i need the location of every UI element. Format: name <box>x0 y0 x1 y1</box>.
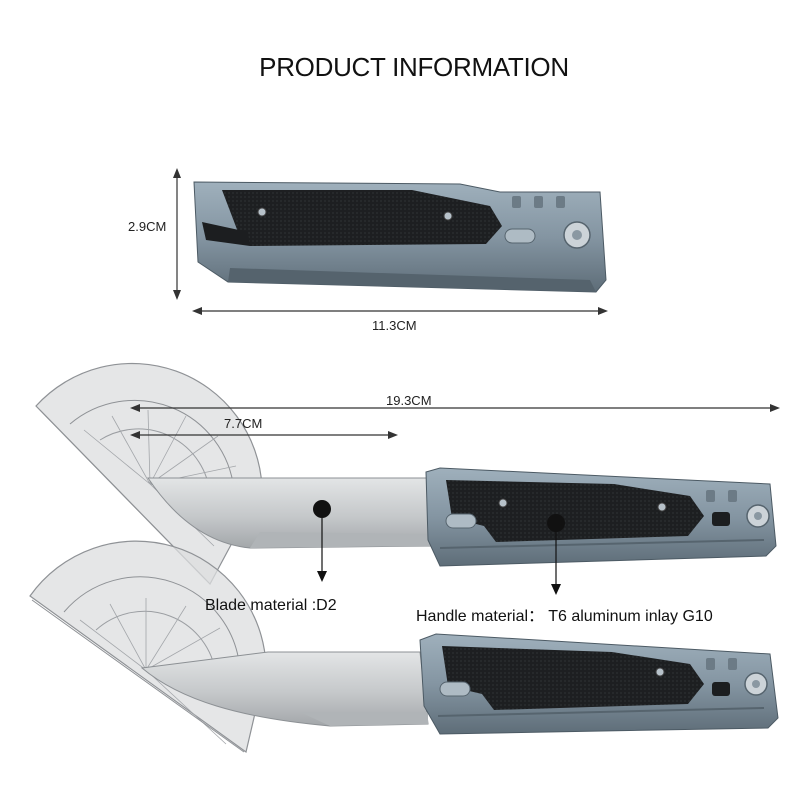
closed-knife <box>193 181 607 293</box>
closed-length-label: 11.3CM <box>372 318 417 333</box>
blade-material-label: Blade material :D2 <box>205 597 337 614</box>
handle-material-label: Handle material： T6 aluminum inlay G10 <box>416 608 713 625</box>
overall-length-label: 19.3CM <box>386 393 432 408</box>
protractor-lower <box>29 540 267 754</box>
open-knife-upper <box>147 467 777 567</box>
open-knife-lower <box>140 633 779 735</box>
callout-markers <box>313 500 565 595</box>
closed-height-label: 2.9CM <box>128 219 167 234</box>
dimension-lines-open <box>130 404 780 439</box>
dimension-lines-closed <box>173 168 608 315</box>
blade-length-label: 7.7CM <box>224 416 263 431</box>
page-title: PRODUCT INFORMATION <box>259 52 569 82</box>
